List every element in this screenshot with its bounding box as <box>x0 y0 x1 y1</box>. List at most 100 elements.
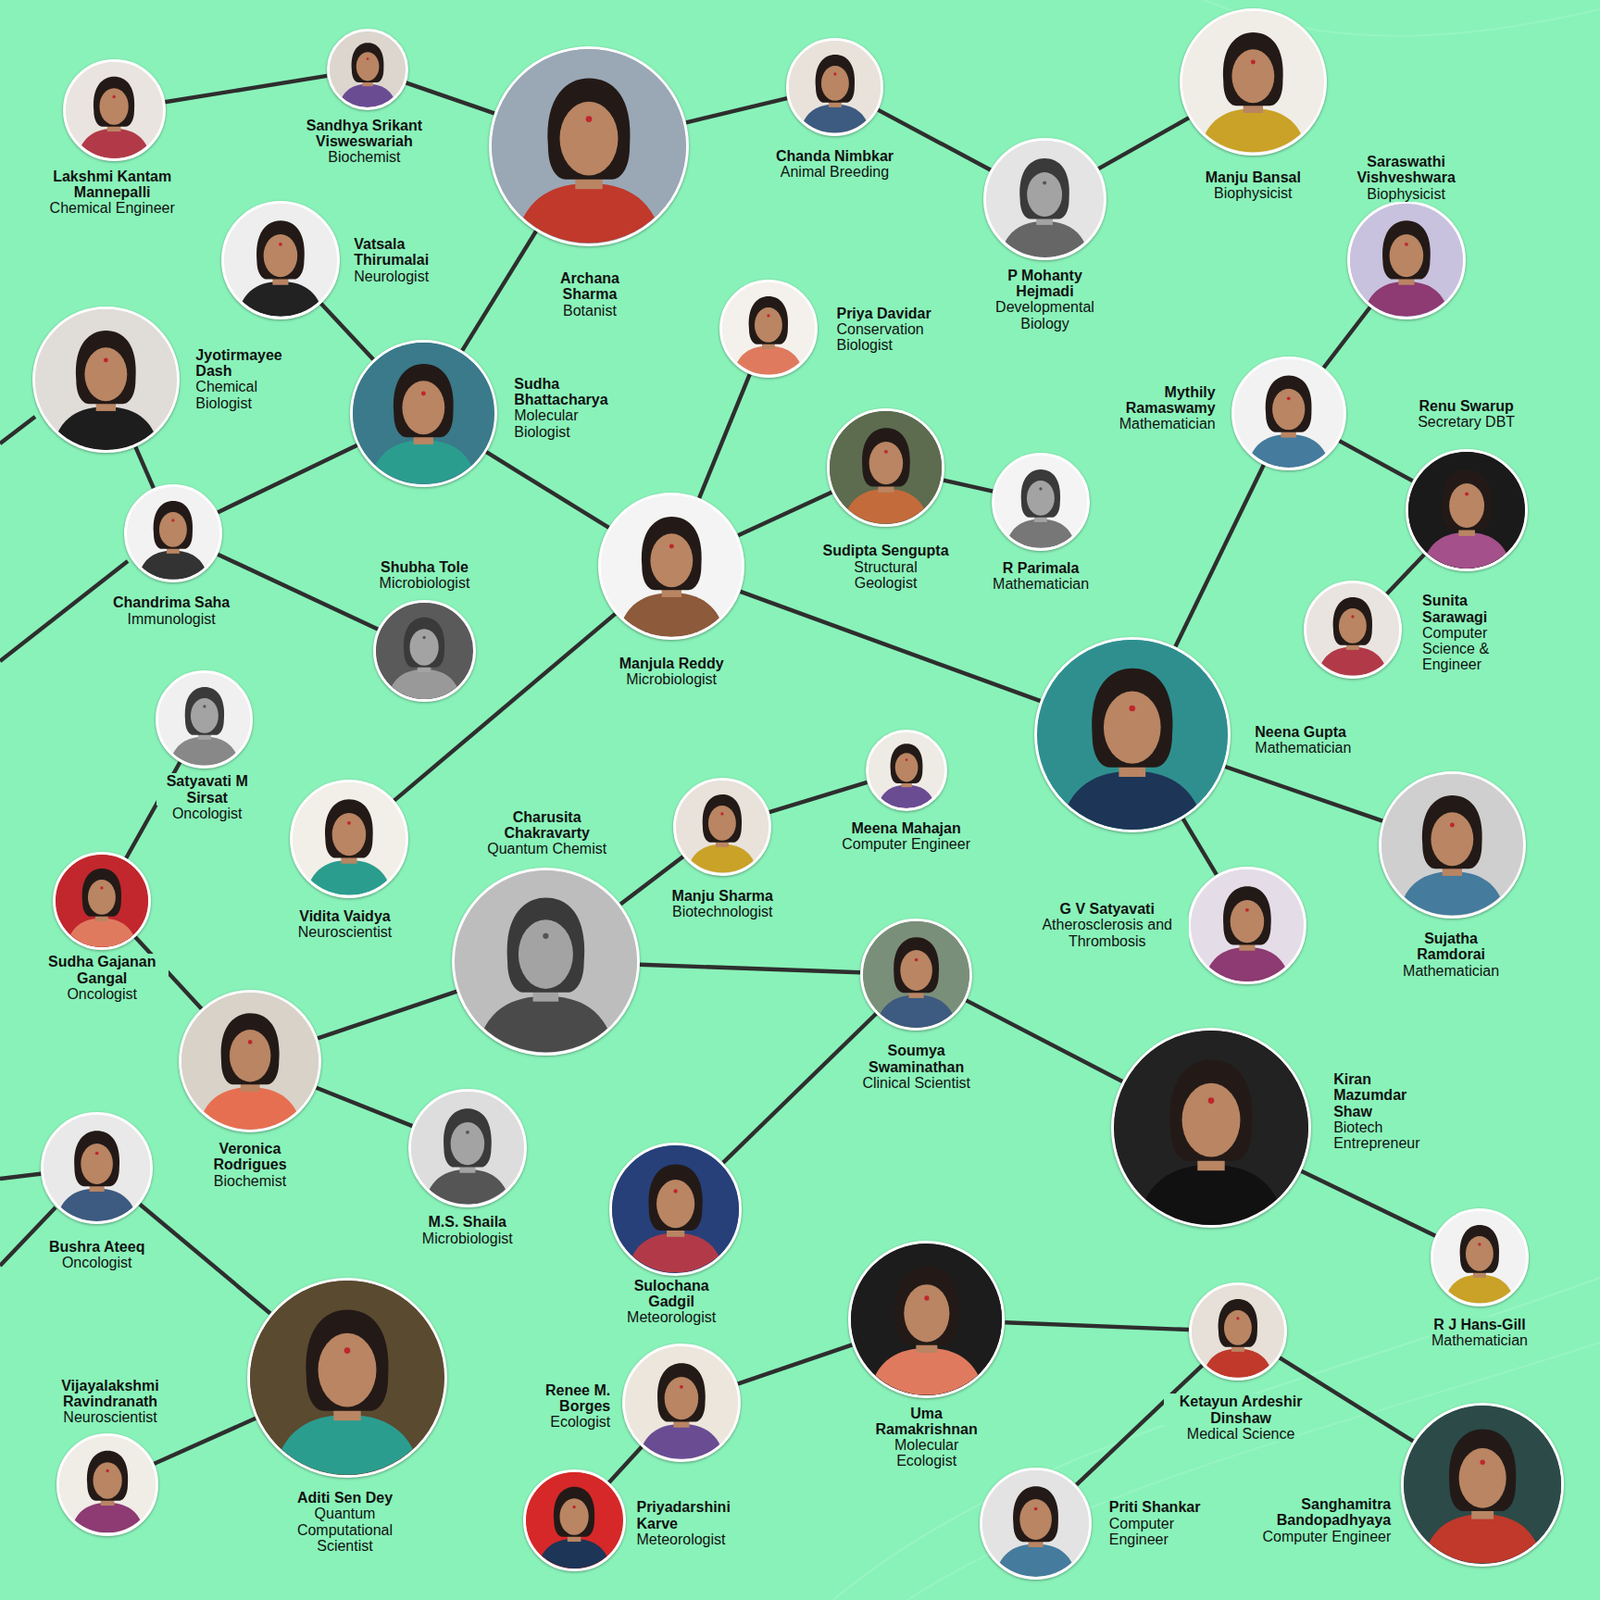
connector-line <box>1175 464 1263 647</box>
connector-stroke <box>153 1418 256 1464</box>
connector-line <box>609 1446 642 1483</box>
connector-line <box>164 75 327 102</box>
field-label: Chemical Biologist <box>193 379 306 413</box>
person-name: Aditi Sen Dey <box>295 1489 395 1506</box>
field-label: Molecular Ecologist <box>865 1437 988 1470</box>
connector-stroke <box>164 75 327 102</box>
person-name: Shubha Tole <box>378 560 471 576</box>
connector-stroke <box>462 230 537 350</box>
connector-stroke <box>317 991 457 1039</box>
connector-stroke <box>609 1446 642 1483</box>
portrait-circle: Aditi Sen DeyQuantum Computational Scien… <box>247 1277 448 1478</box>
portrait-circle: Priya DavidarConservation Biologist <box>719 279 818 378</box>
person-name: Sunita Sarawagi <box>1420 592 1533 625</box>
person-name: Saraswathi Vishveshwara <box>1344 153 1467 187</box>
portrait-photo <box>1113 1030 1309 1225</box>
connector-line <box>769 782 868 813</box>
connector-stroke <box>405 82 494 113</box>
person-name: Veronica Rodrigues <box>193 1140 306 1174</box>
connector-line <box>486 451 610 528</box>
portrait-photo <box>158 673 251 766</box>
name-label: Vatsala ThirumalaiNeurologist <box>351 236 464 285</box>
portrait-photo <box>1191 1285 1285 1378</box>
connector-stroke <box>1338 440 1413 481</box>
portrait-circle: Sudha BhattacharyaMolecular Biologist <box>350 339 498 488</box>
portrait-photo <box>65 62 163 159</box>
portrait-photo <box>55 854 149 948</box>
portrait-circle: Saraswathi VishveshwaraBiophysicist <box>1347 200 1466 320</box>
portrait-photo <box>600 495 743 638</box>
name-label: Jyotirmayee DashChemical Biologist <box>193 347 306 412</box>
name-label: Sulochana GadgilMeteorologist <box>615 1277 728 1326</box>
field-label: Mathematician <box>1117 415 1218 432</box>
name-label: Meena MahajanComputer Engineer <box>839 820 973 853</box>
person-name: R J Hans-Gill <box>1431 1316 1528 1333</box>
portrait-circle: Charusita ChakravartyQuantum Chemist <box>451 867 640 1056</box>
connector-stroke <box>1183 818 1217 875</box>
field-label: Oncologist <box>64 986 139 1002</box>
connector-line <box>139 1204 271 1314</box>
connector-line <box>737 492 832 537</box>
portrait-photo <box>1408 451 1525 569</box>
person-name: Soumya Swaminathan <box>857 1042 975 1075</box>
name-label: Priyadarshini KarveMeteorologist <box>634 1499 757 1548</box>
field-label: Chemical Engineer <box>48 200 177 216</box>
name-label: G V SatyavatiAtherosclerosis and Thrombo… <box>1025 900 1189 950</box>
connector-line <box>639 964 861 974</box>
connector-stroke <box>394 613 616 801</box>
person-name: Manju Sharma <box>670 887 775 904</box>
field-label: Molecular Biologist <box>512 408 635 441</box>
portrait-circle: Chandrima SahaImmunologist <box>124 484 223 583</box>
field-label: Neuroscientist <box>61 1409 159 1425</box>
name-label: Neena GuptaMathematician <box>1252 724 1457 757</box>
person-name: Priyadarshini Karve <box>634 1499 757 1532</box>
connector-stroke <box>639 964 861 974</box>
portrait-photo <box>986 140 1103 258</box>
portrait-circle: Soumya SwaminathanClinical Scientist <box>860 918 973 1031</box>
portrait-photo <box>722 282 815 375</box>
portrait-photo <box>491 49 687 244</box>
portrait-circle: Meena MahajanComputer Engineer <box>865 729 948 812</box>
name-label: Sudipta SenguptaStructural Geologist <box>819 542 952 591</box>
portrait-photo <box>375 602 473 700</box>
name-label: Manju SharmaBiotechnologist <box>620 887 825 921</box>
person-name: Renu Swarup <box>1417 399 1516 415</box>
name-label: Aditi Sen DeyQuantum Computational Scien… <box>283 1489 406 1554</box>
portrait-photo <box>850 1243 1003 1396</box>
connector-line <box>1300 1171 1436 1237</box>
connector-line <box>740 591 1041 701</box>
portrait-circle: Sudha Gajanan GangalOncologist <box>52 851 151 950</box>
connector-line <box>394 613 616 801</box>
person-name: Mythily Ramaswamy <box>1094 384 1217 417</box>
name-label: Saraswathi VishveshwaraBiophysicist <box>1344 153 1467 202</box>
person-name: Lakshmi Kantam Mannepalli <box>36 168 189 201</box>
name-label: Priti ShankarComputer Engineer <box>1107 1499 1220 1548</box>
connector-stroke <box>1323 307 1370 369</box>
connector-line <box>405 82 494 113</box>
field-label: Biotech Entrepreneur <box>1331 1119 1434 1152</box>
person-name: Archana Sharma <box>543 270 636 303</box>
portrait-circle: Mythily RamaswamyMathematician <box>1231 356 1346 471</box>
connector-line <box>217 445 358 513</box>
field-label: Oncologist <box>60 1254 135 1271</box>
person-name: P Mohanty Hejmadi <box>983 267 1106 300</box>
connector-stroke <box>1004 1322 1188 1330</box>
field-label: Conservation Biologist <box>834 321 957 354</box>
person-name: Vijayalakshmi Ravindranath <box>49 1377 172 1411</box>
person-name: Manjula Reddy <box>617 655 726 672</box>
person-name: Jyotirmayee Dash <box>193 347 306 380</box>
name-label: Vidita VaidyaNeuroscientist <box>242 908 447 941</box>
person-name: Satyavati M Sirsat <box>156 773 259 806</box>
portrait-circle: Vidita VaidyaNeuroscientist <box>289 779 409 899</box>
person-name: Priya Davidar <box>834 305 933 322</box>
name-label: Priya DavidarConservation Biologist <box>834 305 957 354</box>
person-name: R Parimala <box>1000 560 1082 576</box>
connector-line <box>462 230 537 350</box>
field-label: Meteorologist <box>634 1531 727 1548</box>
name-label: M.S. ShailaMicrobiologist <box>365 1213 570 1247</box>
connector-stroke <box>139 1204 271 1314</box>
field-label: Developmental Biology <box>983 299 1106 332</box>
name-label: Sanghamitra BandopadhyayaComputer Engine… <box>1260 1496 1393 1545</box>
portrait-circle: R J Hans-GillMathematician <box>1430 1208 1529 1307</box>
connector-stroke <box>316 1087 413 1126</box>
